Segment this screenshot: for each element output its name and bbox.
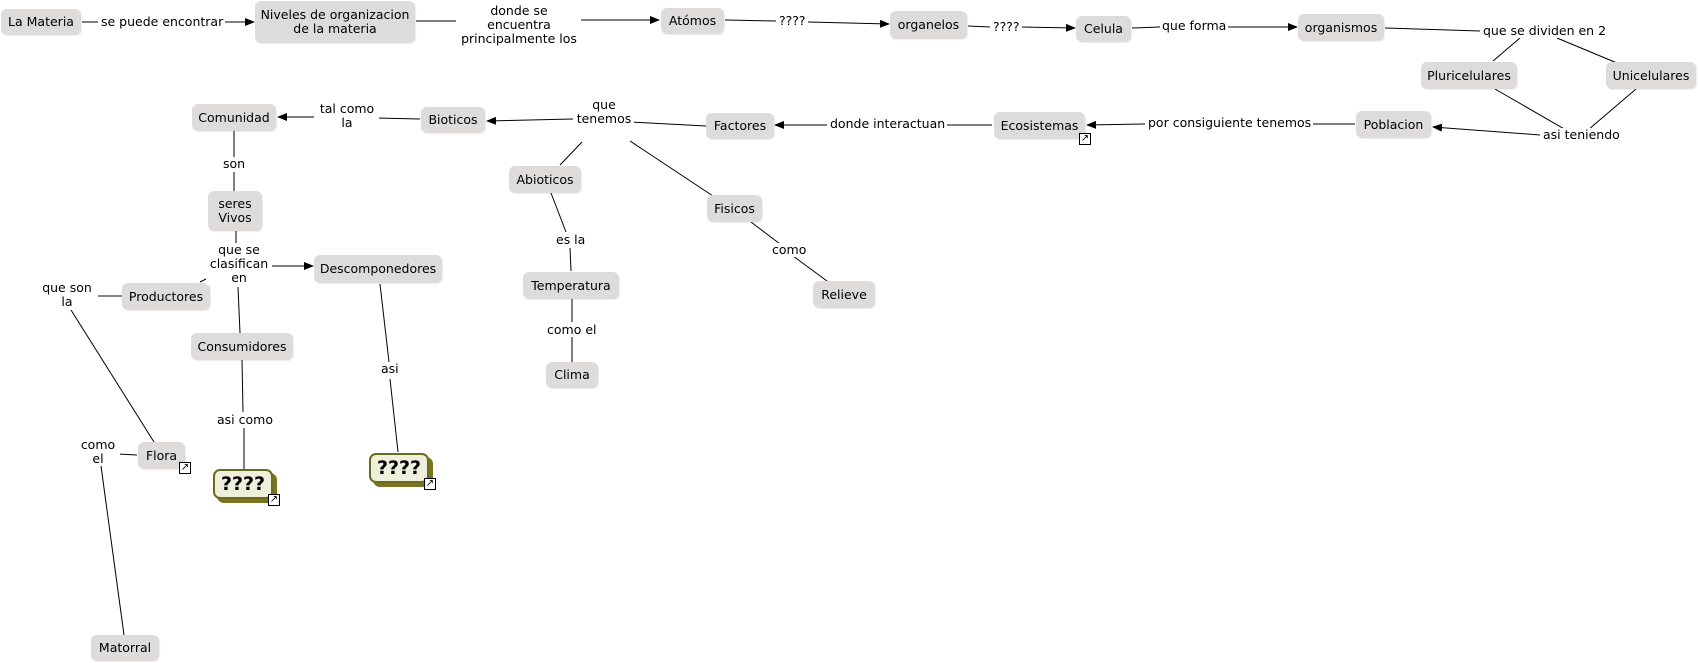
edge [486, 116, 574, 125]
link-que-son-la: que son la [36, 281, 98, 309]
link-que-forma: que forma [1160, 18, 1229, 33]
edge [1587, 88, 1637, 131]
edge [967, 25, 991, 28]
link-asi-teniendo: asi teniendo [1541, 127, 1622, 142]
edge [100, 465, 125, 636]
concept-atomos[interactable]: Atómos [661, 8, 724, 34]
link-por-consiguiente: por consiguiente tenemos [1146, 115, 1314, 130]
edge [629, 140, 714, 197]
edge [116, 453, 138, 456]
concept-la-materia[interactable]: La Materia [1, 9, 81, 35]
link-es-la: es la [554, 232, 588, 247]
concept-niveles-de-organizacion[interactable]: Niveles de organizacion de la materia [255, 1, 415, 43]
concept-temperatura[interactable]: Temperatura [523, 272, 619, 299]
link-como-el-flora: como el [76, 438, 120, 466]
link-como: como [770, 242, 809, 257]
concept-clima[interactable]: Clima [546, 362, 598, 388]
edge [1492, 37, 1521, 62]
link-unknown-1: ???? [777, 13, 808, 28]
concept-factores[interactable]: Factores [706, 113, 774, 139]
edge [237, 286, 241, 334]
link-se-puede-encontrar: se puede encontrar [99, 14, 226, 29]
link-donde-interactuan: donde interactuan [828, 116, 948, 131]
stack-label: ???? [369, 453, 429, 483]
edge [389, 378, 399, 453]
link-que-tenemos: que tenemos [574, 98, 634, 126]
concept-consumidores[interactable]: Consumidores [191, 333, 293, 360]
link-tal-como-la: tal como la [315, 102, 379, 130]
stack-label: ???? [213, 469, 273, 499]
edge [559, 141, 583, 166]
concept-organelos[interactable]: organelos [890, 11, 967, 39]
concept-fisicos[interactable]: Fisicos [707, 195, 762, 222]
edge [1384, 27, 1481, 32]
concept-relieve[interactable]: Relieve [813, 281, 875, 308]
edge [807, 19, 890, 28]
edge [792, 255, 828, 282]
link-que-se-clasifican: que se clasifican en [206, 243, 272, 285]
concept-comunidad[interactable]: Comunidad [192, 104, 276, 131]
concept-ecosistemas[interactable]: Ecosistemas [994, 112, 1085, 139]
edge [1556, 37, 1618, 64]
concept-organismos[interactable]: organismos [1298, 14, 1384, 41]
concept-productores[interactable]: Productores [122, 283, 210, 310]
link-icon[interactable]: ↗ [1079, 133, 1091, 145]
edge [241, 358, 244, 413]
edge [629, 121, 707, 127]
edge [1432, 123, 1541, 136]
concept-descomponedores[interactable]: Descomponedores [314, 255, 442, 283]
edge [374, 117, 421, 120]
concept-matorral[interactable]: Matorral [91, 635, 159, 661]
edge [1131, 26, 1161, 29]
concept-poblacion[interactable]: Poblacion [1356, 111, 1431, 138]
link-que-se-dividen: que se dividen en 2 [1481, 23, 1609, 38]
edge [569, 247, 572, 272]
link-asi-como: asi como [215, 412, 275, 427]
link-icon[interactable]: ↗ [268, 494, 280, 506]
link-icon[interactable]: ↗ [424, 478, 436, 490]
link-asi: asi [379, 361, 401, 376]
concept-bioticos[interactable]: Bioticos [421, 107, 485, 133]
edge [379, 283, 390, 363]
edge [1494, 88, 1567, 131]
link-unknown-2: ???? [991, 19, 1022, 34]
edge [1019, 23, 1076, 32]
link-son: son [221, 156, 248, 171]
concept-unicelulares[interactable]: Unicelulares [1606, 62, 1696, 89]
concept-flora[interactable]: Flora [138, 442, 185, 469]
concept-pluricelulares[interactable]: Pluricelulares [1421, 62, 1517, 89]
link-donde-se-encuentra: donde se encuentra principalmente los [457, 4, 581, 46]
edge [550, 192, 567, 233]
concept-celula[interactable]: Celula [1076, 16, 1131, 42]
edge [750, 221, 781, 245]
link-como-el-clima: como el [545, 322, 599, 337]
link-icon[interactable]: ↗ [179, 462, 191, 474]
concept-abioticos[interactable]: Abioticos [509, 166, 581, 193]
edge [1086, 120, 1146, 129]
concept-unknown-descomponedores-stack[interactable]: ???? [369, 453, 433, 487]
concept-unknown-consumidores-stack[interactable]: ???? [213, 469, 277, 503]
edge [724, 19, 777, 22]
edge [70, 309, 155, 443]
concept-seres-vivos[interactable]: seres Vivos [208, 191, 262, 231]
